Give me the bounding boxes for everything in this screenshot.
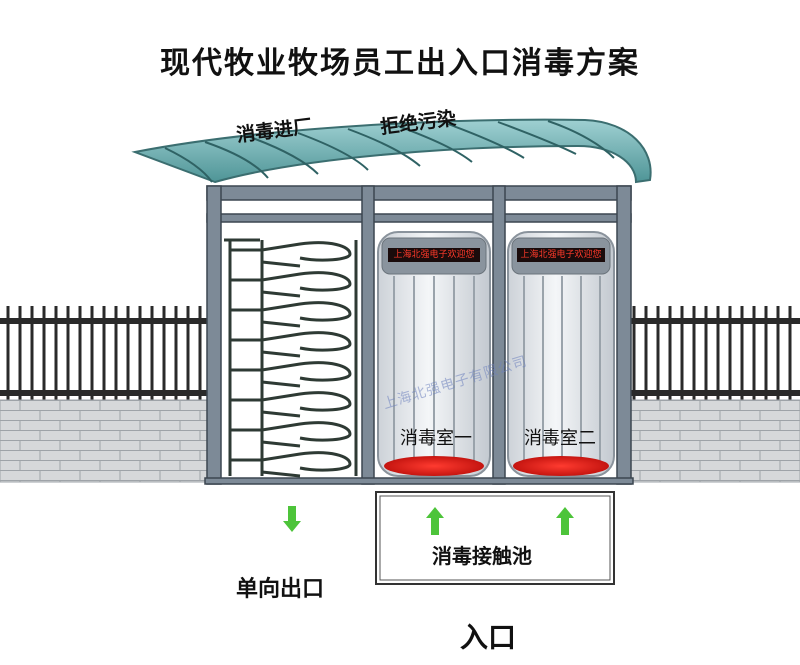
led-sign-2: 上海北强电子欢迎您: [517, 248, 605, 262]
fence-right: [628, 306, 800, 482]
room-1-label: 消毒室一: [400, 424, 472, 450]
exit-label: 单向出口: [236, 571, 324, 603]
led-sign-1: 上海北强电子欢迎您: [388, 248, 480, 262]
pool-label: 消毒接触池: [432, 540, 532, 569]
room-2-label: 消毒室二: [524, 424, 596, 450]
disinfection-contact-pool: [376, 492, 614, 584]
red-disinfection-floor: [384, 456, 484, 476]
full-height-turnstile: [224, 240, 356, 476]
fence-left: [0, 306, 215, 482]
red-disinfection-floor: [513, 456, 609, 476]
arrow-down-icon: [283, 506, 301, 532]
entrance-label: 入口: [460, 616, 516, 656]
